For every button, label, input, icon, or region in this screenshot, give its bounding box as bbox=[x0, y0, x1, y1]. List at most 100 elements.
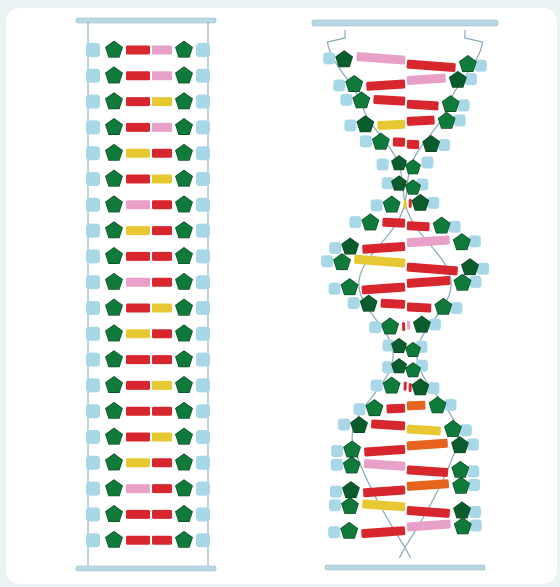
phosphate-left bbox=[377, 158, 389, 170]
base-left bbox=[126, 175, 150, 184]
base-left bbox=[126, 97, 150, 106]
double-helix-model bbox=[312, 20, 498, 570]
base-right bbox=[152, 329, 172, 338]
base-right bbox=[406, 263, 458, 276]
helix-rung bbox=[321, 254, 489, 276]
phosphate-left bbox=[86, 146, 100, 160]
phosphate-left bbox=[86, 482, 100, 496]
base-right bbox=[152, 252, 172, 261]
helix-rung bbox=[344, 112, 465, 132]
sugar-pentagon bbox=[459, 55, 476, 71]
phosphate-right bbox=[449, 221, 461, 233]
base-right bbox=[152, 149, 172, 158]
base-right bbox=[407, 321, 410, 330]
base-left bbox=[126, 226, 150, 235]
sugar-pentagon bbox=[342, 238, 359, 254]
base-left bbox=[126, 355, 150, 364]
helix-rung bbox=[353, 397, 456, 416]
sugar-pentagon bbox=[105, 222, 122, 238]
sugar-pentagon bbox=[449, 71, 466, 87]
phosphate-left bbox=[329, 242, 341, 254]
phosphate-right bbox=[196, 430, 210, 444]
sugar-pentagon bbox=[341, 497, 358, 513]
base-right bbox=[407, 74, 446, 86]
base-right bbox=[152, 458, 172, 467]
sugar-pentagon bbox=[105, 428, 122, 444]
phosphate-left bbox=[348, 297, 360, 309]
phosphate-left bbox=[323, 52, 335, 64]
sugar-pentagon bbox=[452, 461, 469, 477]
base-left bbox=[126, 149, 150, 158]
base-left bbox=[362, 242, 405, 254]
sugar-pentagon bbox=[105, 273, 122, 289]
phosphate-left bbox=[86, 301, 100, 315]
sugar-pentagon bbox=[429, 397, 446, 413]
sugar-pentagon bbox=[175, 480, 192, 496]
base-left bbox=[371, 419, 405, 430]
base-left bbox=[126, 536, 150, 545]
sugar-pentagon bbox=[433, 217, 450, 233]
sugar-pentagon bbox=[405, 160, 420, 175]
phosphate-right bbox=[467, 438, 479, 450]
base-left bbox=[364, 445, 405, 457]
phosphate-right bbox=[465, 73, 477, 85]
base-right bbox=[152, 226, 172, 235]
sugar-pentagon bbox=[391, 359, 406, 374]
phosphate-left bbox=[349, 216, 361, 228]
ladder-rung bbox=[86, 376, 210, 392]
sugar-pentagon bbox=[105, 41, 122, 57]
sugar-pentagon bbox=[382, 318, 399, 334]
sugar-pentagon bbox=[391, 338, 406, 353]
base-right bbox=[407, 439, 448, 451]
helix-rung bbox=[348, 295, 463, 315]
sugar-pentagon bbox=[341, 279, 358, 295]
helix-rung bbox=[340, 92, 469, 112]
ladder-rung bbox=[86, 247, 210, 263]
base-left bbox=[361, 282, 405, 294]
base-right bbox=[152, 97, 172, 106]
sugar-pentagon bbox=[438, 112, 455, 128]
sugar-pentagon bbox=[105, 376, 122, 392]
phosphate-left bbox=[86, 456, 100, 470]
base-left bbox=[126, 200, 150, 209]
phosphate-left bbox=[344, 119, 356, 131]
base-right bbox=[152, 123, 172, 132]
sugar-pentagon bbox=[105, 299, 122, 315]
phosphate-right bbox=[467, 465, 479, 477]
sugar-pentagon bbox=[454, 274, 471, 290]
sugar-pentagon bbox=[105, 93, 122, 109]
phosphate-left bbox=[330, 486, 342, 498]
base-right bbox=[407, 116, 435, 126]
phosphate-left bbox=[321, 255, 333, 267]
bottom-support-bar bbox=[76, 566, 216, 571]
ladder-rung bbox=[86, 144, 210, 160]
phosphate-right bbox=[445, 399, 457, 411]
sugar-pentagon bbox=[105, 325, 122, 341]
phosphate-right bbox=[460, 424, 472, 436]
base-left bbox=[404, 382, 407, 391]
base-left bbox=[126, 329, 150, 338]
phosphate-right bbox=[468, 479, 480, 491]
helix-rung bbox=[329, 497, 481, 518]
base-left bbox=[404, 200, 407, 209]
sugar-pentagon bbox=[353, 92, 370, 108]
sugar-pentagon bbox=[362, 214, 379, 230]
phosphate-left bbox=[329, 283, 341, 295]
top-support-bar bbox=[312, 20, 498, 26]
phosphate-right bbox=[196, 95, 210, 109]
phosphate-left bbox=[86, 430, 100, 444]
phosphate-left bbox=[340, 94, 352, 106]
sugar-pentagon bbox=[105, 196, 122, 212]
phosphate-left bbox=[86, 353, 100, 367]
phosphate-right bbox=[196, 69, 210, 83]
ladder-rung bbox=[86, 325, 210, 341]
ladder-rung bbox=[86, 273, 210, 289]
phosphate-left bbox=[371, 199, 383, 211]
sugar-pentagon bbox=[175, 376, 192, 392]
sugar-pentagon bbox=[105, 144, 122, 160]
base-left bbox=[126, 46, 150, 55]
top-support-bar bbox=[76, 18, 216, 23]
base-right bbox=[152, 304, 172, 313]
phosphate-right bbox=[196, 275, 210, 289]
phosphate-left bbox=[86, 172, 100, 186]
